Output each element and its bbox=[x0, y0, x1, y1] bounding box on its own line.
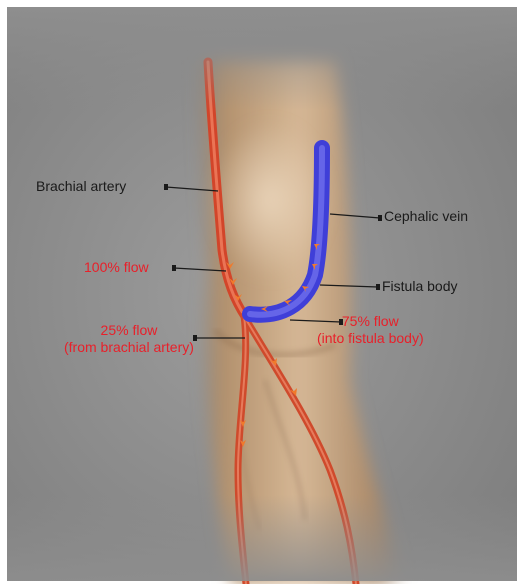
label-fistula-body: Fistula body bbox=[382, 278, 457, 295]
label-25-flow-line2: (from brachial artery) bbox=[64, 339, 194, 356]
label-75-flow: 75% flow (into fistula body) bbox=[317, 313, 424, 347]
label-brachial-artery: Brachial artery bbox=[36, 178, 126, 195]
label-75-flow-line2: (into fistula body) bbox=[317, 330, 424, 347]
label-cephalic-vein: Cephalic vein bbox=[384, 208, 468, 225]
label-25-flow: 25% flow (from brachial artery) bbox=[64, 322, 194, 356]
tick-cephalic bbox=[378, 215, 382, 221]
tick-fistula bbox=[376, 284, 380, 290]
tick-brachial bbox=[164, 184, 168, 190]
label-25-flow-line1: 25% flow bbox=[64, 322, 194, 339]
label-75-flow-line1: 75% flow bbox=[317, 313, 424, 330]
tick-100 bbox=[172, 265, 176, 271]
label-100-flow: 100% flow bbox=[84, 259, 149, 276]
